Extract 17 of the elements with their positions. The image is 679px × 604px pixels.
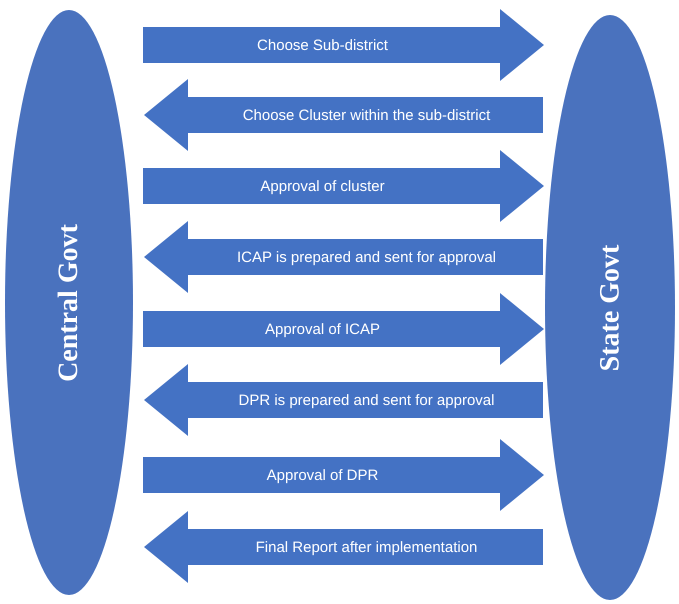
edge-label: Approval of DPR [266,466,380,486]
edge-label: DPR is prepared and sent for approval [238,390,496,410]
block-arrow [143,9,544,81]
block-arrow [143,150,544,222]
block-arrow [144,221,543,293]
edge-label: ICAP is prepared and sent for approval [236,248,498,268]
block-arrow [144,79,543,151]
edge-label: Approval of ICAP [264,320,382,340]
block-arrow [143,439,544,511]
edge-label: Choose Cluster within the sub-district [242,106,492,126]
block-arrow [144,364,543,436]
node-label: Central Govt [53,224,85,382]
node-label: State Govt [594,244,626,371]
edge-label: Choose Sub-district [256,36,389,56]
edge-label: Approval of cluster [259,176,386,196]
block-arrow [144,511,543,583]
edge-label: Final Report after implementation [254,538,478,558]
